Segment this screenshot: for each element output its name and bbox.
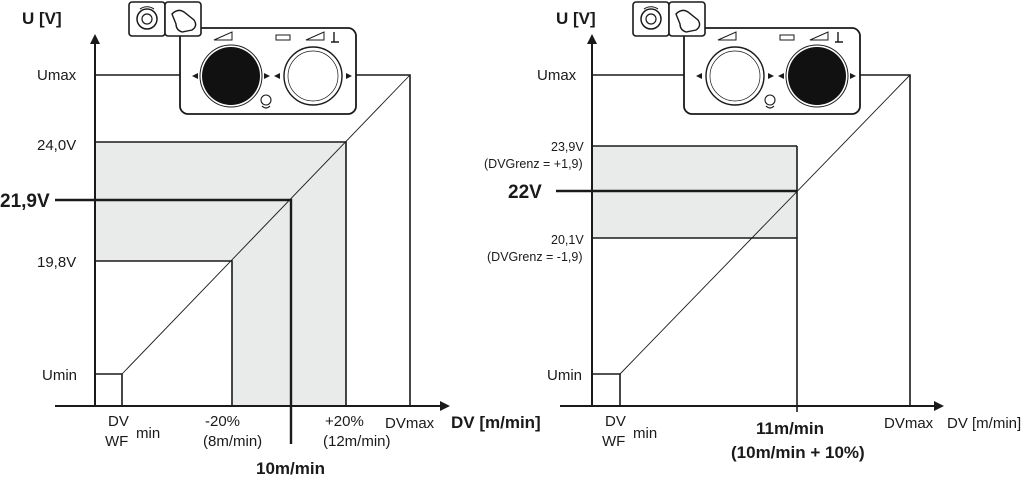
left-wfmin-label: WF (105, 433, 128, 450)
left-minus20-label: -20% (205, 413, 240, 430)
left-vhigh-label: 24,0V (37, 137, 76, 154)
right-min-sub: min (633, 425, 657, 442)
right-x-axis-label: DV [m/min] (947, 415, 1021, 432)
left-upper-boundary (95, 141, 347, 406)
right-dvmax-label: DVmax (884, 415, 934, 432)
left-panel-knob-left-icon (202, 47, 260, 105)
left-panel-knob-right-icon (283, 46, 343, 106)
right-set-speed-label: 11m/min (756, 419, 824, 438)
right-mode-icon (632, 1, 706, 37)
right-umax-label: Umax (537, 67, 577, 84)
left-plus20-label: +20% (325, 413, 364, 430)
right-dvmin-label: DV (605, 413, 626, 430)
left-lower-boundary (95, 260, 233, 406)
right-wfmin-label: WF (602, 433, 625, 450)
left-umax-label: Umax (37, 67, 77, 84)
left-umin-line (95, 373, 123, 406)
right-panel-knob-left-icon (705, 46, 765, 106)
left-tolerance-band (95, 142, 346, 406)
left-umin-label: Umin (42, 367, 77, 384)
left-diagram: U [V] Umax Umin 24,0V 21,9V 19,8V DV WF … (0, 1, 541, 478)
right-umin-line (592, 373, 621, 406)
right-vlow-label: 20,1V (551, 233, 584, 247)
right-vlow-sub: (DVGrenz = -1,9) (487, 250, 583, 264)
left-dvmax-label: DVmax (385, 415, 435, 432)
right-vset-label: 22V (508, 182, 542, 203)
right-y-axis-label: U [V] (556, 9, 596, 28)
left-mode-icon (128, 1, 202, 37)
left-minus20-sub: (8m/min) (203, 433, 262, 450)
left-control-panel (179, 27, 357, 115)
right-control-panel (683, 27, 861, 115)
right-characteristic-line (619, 74, 911, 375)
right-panel-knob-right-icon (788, 47, 846, 105)
left-set-line (55, 198, 293, 444)
left-dvmin-label: DV (108, 413, 129, 430)
right-diagram: U [V] Umax Umin 23,9V (DVGrenz = +1,9) 2… (484, 1, 1021, 462)
left-characteristic-line (121, 74, 411, 375)
right-vhigh-label: 23,9V (551, 140, 584, 154)
left-vlow-label: 19,8V (37, 254, 76, 271)
left-x-axis-label: DV [m/min] (451, 413, 541, 432)
right-umin-label: Umin (547, 367, 582, 384)
left-min-sub: min (136, 425, 160, 442)
left-set-speed-label: 10m/min (256, 459, 325, 478)
left-vset-label: 21,9V (0, 191, 50, 212)
right-vhigh-sub: (DVGrenz = +1,9) (484, 157, 583, 171)
right-set-speed-sub: (10m/min + 10%) (731, 443, 865, 462)
left-plus20-sub: (12m/min) (323, 433, 391, 450)
left-y-axis-label: U [V] (22, 9, 62, 28)
